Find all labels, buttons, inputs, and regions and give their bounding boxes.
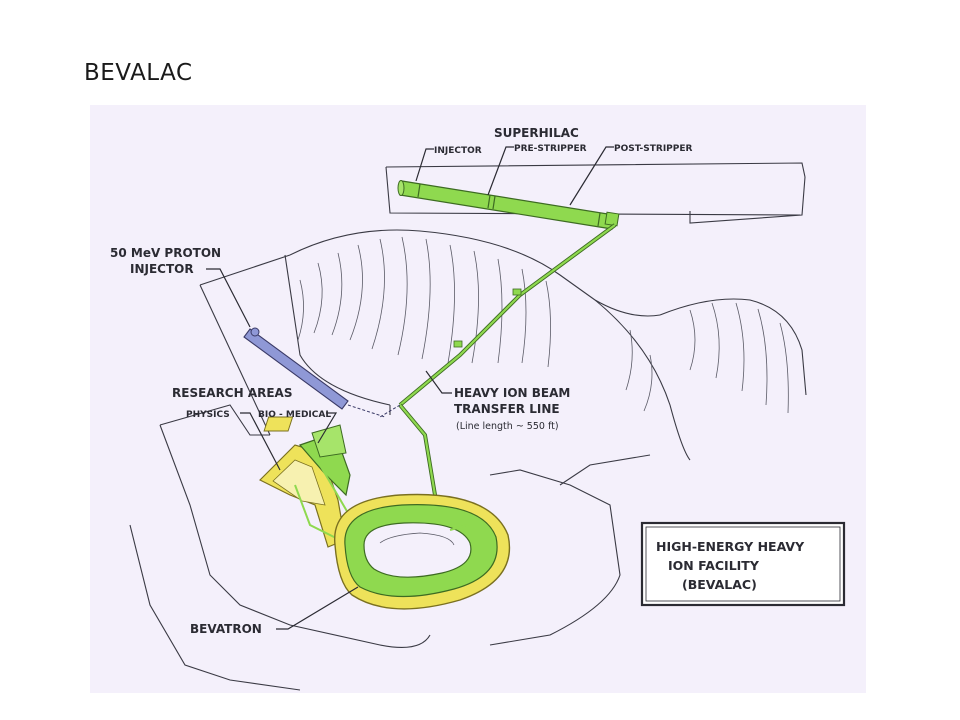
bevalac-diagram: SUPERHILAC INJECTOR PRE-STRIPPER POST-ST…	[90, 105, 866, 693]
transfer-line-note: (Line length ~ 550 ft)	[456, 421, 559, 432]
pre-stripper-label: PRE-STRIPPER	[514, 144, 587, 154]
slide-title: BEVALAC	[84, 60, 193, 86]
proton-injector-label-line1: 50 MeV PROTON	[110, 246, 221, 260]
terrain-outline	[284, 162, 807, 461]
labels: SUPERHILAC INJECTOR PRE-STRIPPER POST-ST…	[110, 126, 693, 636]
transfer-line-label-2: TRANSFER LINE	[454, 402, 560, 416]
superhilac-accelerator	[397, 180, 620, 230]
facility-title-line3: (BEVALAC)	[682, 577, 757, 592]
proton-injector-label-line2: INJECTOR	[130, 262, 194, 276]
superhilac-label: SUPERHILAC	[494, 126, 579, 140]
injector-label: INJECTOR	[434, 146, 482, 156]
bio-medical-label: BIO - MEDICAL	[258, 410, 331, 420]
research-areas	[258, 424, 356, 548]
post-stripper-label: POST-STRIPPER	[614, 144, 693, 154]
facility-title-line2: ION FACILITY	[668, 558, 760, 573]
research-areas-label: RESEARCH AREAS	[172, 386, 293, 400]
bevatron-label: BEVATRON	[190, 622, 262, 636]
diagram-canvas: SUPERHILAC INJECTOR PRE-STRIPPER POST-ST…	[90, 105, 866, 693]
bevatron-ring	[334, 493, 511, 610]
physics-label: PHYSICS	[186, 410, 230, 420]
facility-title-line1: HIGH-ENERGY HEAVY	[656, 539, 805, 554]
site-outline	[129, 254, 651, 691]
facility-title-box: HIGH-ENERGY HEAVY ION FACILITY (BEVALAC)	[640, 521, 846, 607]
proton-injector	[243, 327, 401, 432]
transfer-line-label-1: HEAVY ION BEAM	[454, 386, 570, 400]
terrain-hatching	[297, 236, 789, 414]
